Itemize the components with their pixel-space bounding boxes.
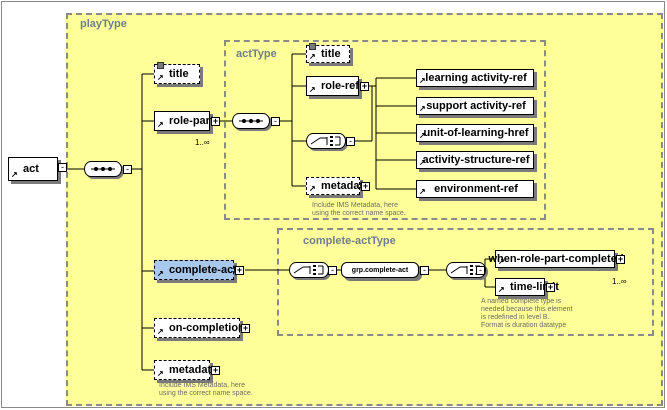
choice-switch-icon [293,265,324,275]
metadata-label: metadata [321,180,370,192]
sequence-compositor-icon[interactable] [232,113,270,129]
collapse-icon[interactable]: - [476,266,485,275]
metadata-label: metadata [169,364,218,376]
complete-acttype-group: complete-actType [277,228,654,336]
role-part-element[interactable]: ↗ role-part [154,111,214,131]
reference-arrow-icon: ↗ [157,120,164,129]
time-limit-label: time-limit [510,281,559,293]
metadata-note: Include IMS Metadata, here using the cor… [312,202,406,217]
support-activity-ref-label: support activity-ref [426,100,526,112]
collapse-icon[interactable]: - [58,163,67,172]
metadata-element[interactable]: ↗ metadata [154,360,218,380]
reference-arrow-icon: ↗ [309,184,316,193]
document-icon [309,43,316,50]
role-ref-element[interactable]: ↗ role-ref [306,76,359,96]
reference-arrow-icon: ↗ [157,269,164,278]
expand-icon[interactable]: + [211,116,220,126]
learning-activity-ref-label: learning activity-ref [425,72,527,84]
activity-structure-ref-element[interactable]: ↗ activity-structure-ref [416,151,534,169]
unit-of-learning-href-label: unit-of-learning-href [423,127,529,139]
reference-arrow-icon: ↗ [498,285,505,294]
reference-arrow-icon: ↗ [419,187,426,196]
expand-icon[interactable]: + [235,265,244,275]
grp-complete-act-label: grp.complete-act [351,266,409,274]
sequence-dots-icon [91,167,115,171]
choice-compositor-icon[interactable] [306,133,346,149]
expand-icon[interactable]: + [361,181,370,191]
activity-structure-ref-label: activity-structure-ref [422,154,530,166]
title-element[interactable]: ↗ title [306,43,350,63]
reference-arrow-icon: ↗ [419,158,426,167]
expand-icon[interactable]: + [241,323,250,333]
title-label: title [169,68,189,80]
learning-activity-ref-element[interactable]: ↗ learning activity-ref [416,69,534,87]
metadata-element[interactable]: ↗ metadata [306,177,370,195]
on-completion-element[interactable]: ↗ on-completion [154,318,245,338]
when-role-part-completed-label: when-role-part-completed [488,253,624,265]
sequence-dots-icon [239,119,263,123]
collapse-icon[interactable]: - [420,266,429,275]
collapse-icon[interactable]: - [123,165,132,174]
reference-arrow-icon: ↗ [157,73,164,82]
time-limit-element[interactable]: ↗ time-limit [495,278,559,296]
expand-icon[interactable]: + [360,81,369,91]
complete-acttype-label: complete-actType [303,235,396,247]
sequence-compositor-icon[interactable] [84,161,122,177]
when-role-part-completed-cardinality: 1..∞ [612,277,627,286]
reference-arrow-icon: ↗ [157,327,164,336]
document-icon [157,62,164,69]
collapse-icon[interactable]: - [346,137,355,146]
reference-arrow-icon: ↗ [11,170,18,179]
environment-ref-element[interactable]: ↗ environment-ref [416,180,534,198]
support-activity-ref-element[interactable]: ↗ support activity-ref [416,97,534,115]
reference-arrow-icon: ↗ [419,76,426,85]
choice-switch-icon [310,136,341,146]
collapse-icon[interactable]: - [328,266,337,275]
when-role-part-completed-element[interactable]: ↗ when-role-part-completed [488,250,624,268]
complete-act-label: complete-act [169,264,237,276]
complete-type-note: A named complete type is needed because … [481,298,573,329]
role-ref-label: role-ref [321,80,359,92]
complete-act-element[interactable]: ↗ complete-act [154,260,237,280]
act-label: act [23,163,39,175]
unit-of-learning-href-element[interactable]: ↗ unit-of-learning-href [416,124,534,142]
on-completion-label: on-completion [169,322,245,334]
title-label: title [321,48,341,60]
reference-arrow-icon: ↗ [309,52,316,61]
collapse-icon[interactable]: - [271,117,280,126]
role-part-cardinality: 1..∞ [195,138,210,147]
grp-complete-act-element[interactable]: grp.complete-act [341,262,419,278]
title-element[interactable]: ↗ title [154,62,200,84]
reference-arrow-icon: ↗ [419,131,426,140]
reference-arrow-icon: ↗ [157,369,164,378]
environment-ref-label: environment-ref [434,183,518,195]
playtype-label: playType [80,18,127,30]
act-element[interactable]: ↗ act [8,157,58,181]
expand-icon[interactable]: + [546,282,555,292]
reference-arrow-icon: ↗ [309,85,316,94]
acttype-label: actType [236,48,277,60]
expand-icon[interactable]: + [211,365,220,375]
expand-icon[interactable]: + [616,254,625,264]
reference-arrow-icon: ↗ [419,104,426,113]
reference-arrow-icon: ↗ [498,257,505,266]
choice-compositor-icon[interactable] [289,262,329,278]
role-part-label: role-part [169,115,214,127]
metadata-note: Include IMS Metadata, here using the cor… [159,382,253,397]
